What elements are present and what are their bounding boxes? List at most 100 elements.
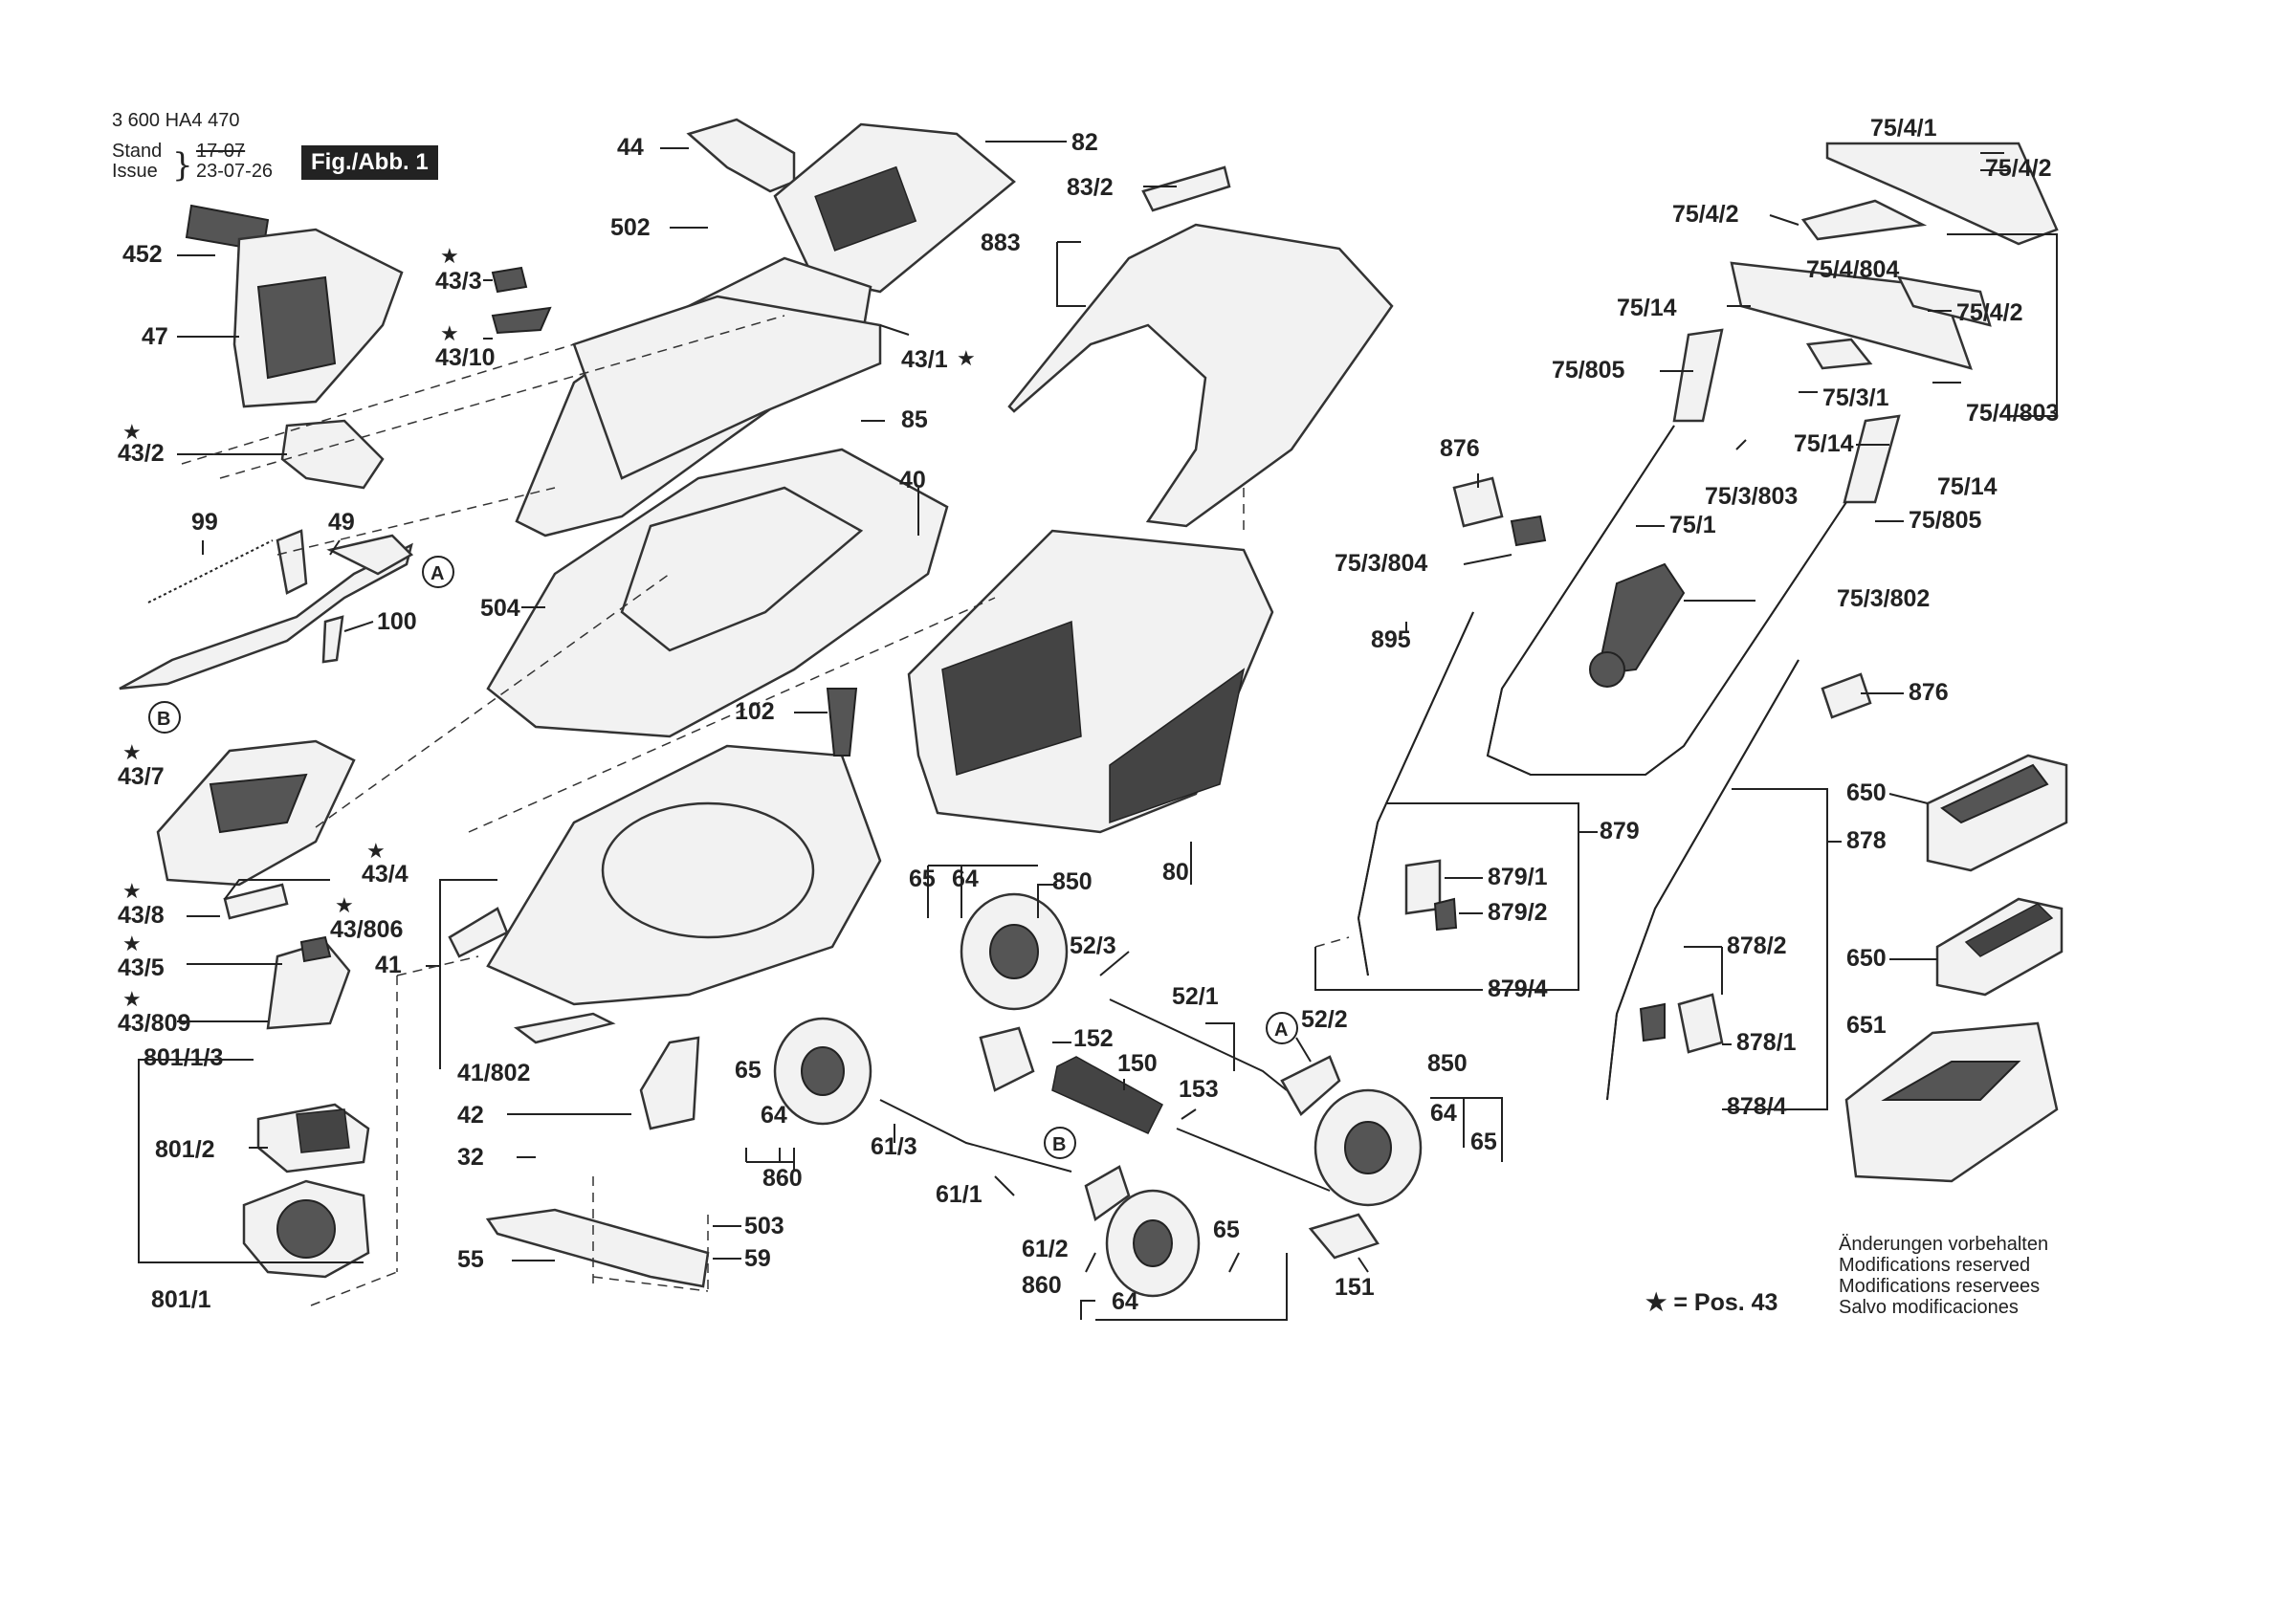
label-75-805-b: 75/805 xyxy=(1909,507,1982,534)
label-64-a: 64 xyxy=(952,866,979,892)
label-102: 102 xyxy=(735,698,775,725)
part-75-4-1-top xyxy=(1825,142,2059,246)
brace-icon: } xyxy=(172,146,193,185)
label-895: 895 xyxy=(1371,626,1411,653)
part-878-1 xyxy=(1677,993,1724,1054)
wheel-860-left-rear xyxy=(773,1017,872,1126)
part-879-2 xyxy=(1433,897,1458,932)
wheel-850-right xyxy=(1314,1088,1423,1207)
star-icon: ★ xyxy=(440,322,459,346)
label-32: 32 xyxy=(457,1144,484,1171)
star-icon: ★ xyxy=(366,840,386,864)
part-44-handle xyxy=(686,118,796,193)
label-85: 85 xyxy=(901,406,928,433)
label-43-10: 43/10 xyxy=(435,344,496,371)
leader-lines xyxy=(138,141,2058,1321)
label-75-4-2-c: 75/4/2 xyxy=(1956,299,2023,326)
label-75-4-2-b: 75/4/2 xyxy=(1672,201,1739,228)
part-42-flap xyxy=(639,1036,700,1130)
star-icon: ★ xyxy=(122,741,142,765)
label-651: 651 xyxy=(1846,1012,1887,1039)
callout-letter: A xyxy=(1274,1020,1288,1041)
label-99: 99 xyxy=(191,509,218,536)
label-75-14-a: 75/14 xyxy=(1617,295,1677,321)
label-878-2: 878/2 xyxy=(1727,932,1787,959)
label-151: 151 xyxy=(1335,1274,1375,1301)
label-64-c: 64 xyxy=(1112,1288,1138,1315)
label-43-2: 43/2 xyxy=(118,440,165,467)
label-82: 82 xyxy=(1071,129,1098,156)
label-65-a: 65 xyxy=(909,866,936,892)
figure-label: Fig./Abb. 1 xyxy=(301,145,438,180)
wheel-850-front-left xyxy=(960,892,1069,1011)
label-43-3: 43/3 xyxy=(435,268,482,295)
label-49: 49 xyxy=(328,509,355,536)
label-43-7: 43/7 xyxy=(118,763,165,790)
callout-letter: A xyxy=(430,563,444,584)
label-64-b: 64 xyxy=(761,1102,787,1129)
issue-label: Issue xyxy=(112,161,158,182)
label-876-a: 876 xyxy=(1440,435,1480,462)
part-883-baffle xyxy=(1007,223,1394,528)
label-650-b: 650 xyxy=(1846,945,1887,972)
label-801-2: 801/2 xyxy=(155,1136,215,1163)
label-879: 879 xyxy=(1600,818,1640,844)
star-icon: ★ xyxy=(957,347,976,371)
part-151 xyxy=(1308,1213,1380,1260)
assembly-dashed-lines xyxy=(181,315,1350,1306)
part-75-3-1 xyxy=(1805,338,1873,370)
label-43-4: 43/4 xyxy=(362,861,408,888)
part-99-spring xyxy=(147,539,274,603)
part-52-1-axle xyxy=(1109,998,1288,1091)
label-52-1: 52/1 xyxy=(1172,983,1219,1010)
label-883: 883 xyxy=(981,230,1021,256)
star-icon: ★ xyxy=(122,932,142,956)
label-43-1: 43/1 xyxy=(901,346,948,373)
label-152: 152 xyxy=(1073,1025,1114,1052)
label-75-4-803: 75/4/803 xyxy=(1966,400,2060,427)
label-502: 502 xyxy=(610,214,651,241)
part-150-roller xyxy=(1051,1056,1163,1134)
label-52-3: 52/3 xyxy=(1070,932,1116,959)
issue-value: 23-07-26 xyxy=(196,161,274,182)
label-43-809: 43/809 xyxy=(118,1010,191,1037)
wheel-860-right-rear xyxy=(1105,1189,1201,1298)
part-43-2 xyxy=(280,419,385,490)
label-878-4: 878/4 xyxy=(1727,1093,1787,1120)
label-876-b: 876 xyxy=(1909,679,1949,706)
label-878-1: 878/1 xyxy=(1736,1029,1797,1056)
label-75-3-803: 75/3/803 xyxy=(1705,483,1799,510)
label-43-8: 43/8 xyxy=(118,902,165,929)
label-43-5: 43/5 xyxy=(118,954,165,981)
label-47: 47 xyxy=(142,323,168,350)
part-876-knob-top xyxy=(1452,476,1504,528)
star-icon: ★ xyxy=(335,894,354,918)
label-61-1: 61/1 xyxy=(936,1181,982,1208)
label-65-b: 65 xyxy=(735,1057,762,1084)
note-line-4: Salvo modificaciones xyxy=(1839,1297,2019,1318)
part-52-2 xyxy=(1280,1055,1341,1116)
note-line-1: Änderungen vorbehalten xyxy=(1839,1234,2049,1255)
label-41-802: 41/802 xyxy=(457,1060,531,1086)
label-59: 59 xyxy=(744,1245,771,1272)
callout-A-right: A xyxy=(1266,1012,1298,1044)
label-52-2: 52/2 xyxy=(1301,1006,1348,1033)
callout-letter: B xyxy=(157,709,170,730)
doc-number: 3 600 HA4 470 xyxy=(112,110,240,131)
part-43-4 xyxy=(223,883,289,920)
label-75-14-b: 75/14 xyxy=(1794,430,1854,457)
part-55-blade xyxy=(485,1208,710,1288)
label-40: 40 xyxy=(899,467,926,493)
part-41-802 xyxy=(513,1012,616,1044)
label-879-1: 879/1 xyxy=(1488,864,1548,890)
part-43-3 xyxy=(491,266,528,294)
label-55: 55 xyxy=(457,1246,484,1273)
label-43-806: 43/806 xyxy=(330,916,404,943)
label-41: 41 xyxy=(375,952,402,978)
label-75-805-a: 75/805 xyxy=(1552,357,1625,384)
label-44: 44 xyxy=(617,134,644,161)
legend-pos-43: ★ = Pos. 43 xyxy=(1645,1289,1778,1316)
note-line-3: Modifications reservees xyxy=(1839,1276,2041,1297)
label-75-3-802: 75/3/802 xyxy=(1837,585,1931,612)
